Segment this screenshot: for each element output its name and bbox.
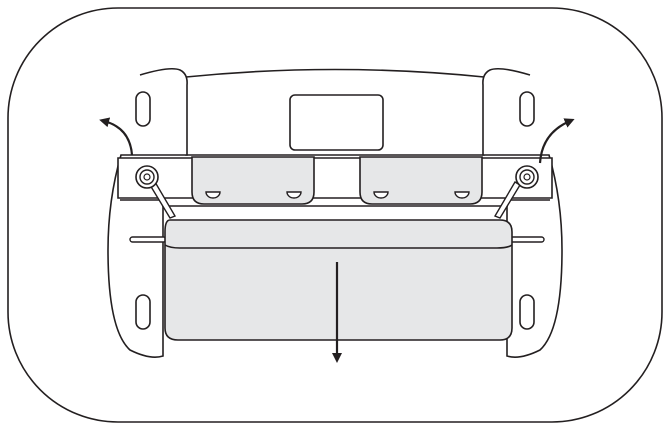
left-side-arm <box>107 68 188 358</box>
right-top-slot <box>519 91 535 127</box>
right-side-arm <box>482 68 563 358</box>
right-bottom-slot <box>519 294 535 330</box>
left-latch-box <box>191 156 315 205</box>
curved-arrow-up-right-icon <box>538 118 575 164</box>
right-strap <box>493 181 521 219</box>
crossbar <box>117 157 553 199</box>
screen-box <box>289 94 384 151</box>
right-latch-box <box>359 156 483 205</box>
left-rod <box>129 236 167 243</box>
right-latch-notch-2 <box>454 191 470 199</box>
left-top-slot <box>135 91 151 127</box>
right-knob <box>515 165 539 189</box>
curved-arrow-up-left-icon <box>99 117 134 156</box>
left-latch-notch-2 <box>286 191 302 199</box>
drawer-panel <box>164 219 513 341</box>
left-latch-notch-1 <box>205 191 221 199</box>
left-bottom-slot <box>135 294 151 330</box>
right-latch-notch-1 <box>373 191 389 199</box>
drawer-top-lip <box>164 244 513 249</box>
left-knob <box>135 165 159 189</box>
